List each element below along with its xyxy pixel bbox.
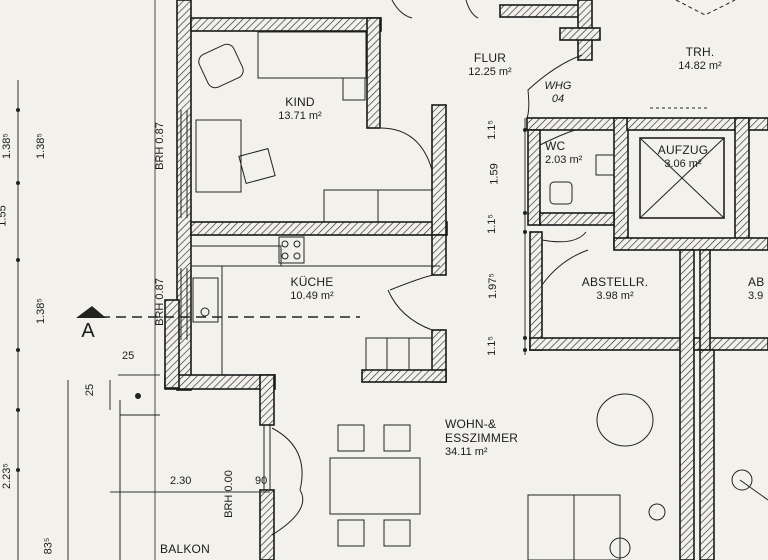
walls — [164, 0, 768, 560]
room-kueche: KÜCHE 10.49 m² — [272, 275, 352, 302]
room-area: 12.25 m² — [468, 65, 512, 78]
room-aufzug: AUFZUG 3.06 m² — [645, 143, 721, 170]
room-area: 3.9 — [748, 289, 764, 302]
dim-v-197: 1.97⁵ — [486, 273, 499, 299]
room-flur: FLUR 12.25 m² — [450, 51, 530, 78]
room-area: 3.06 m² — [664, 157, 702, 170]
room-area: 13.71 m² — [278, 109, 322, 122]
dim-v-159: 1.59 — [488, 163, 501, 185]
unit-name: WHG — [544, 80, 572, 92]
brh-label-mid: BRH 0.87 — [153, 278, 166, 326]
room-area: 3.98 m² — [596, 289, 634, 302]
room-abstellr: ABSTELLR. 3.98 m² — [570, 275, 660, 302]
room-trh: TRH. 14.82 m² — [660, 45, 740, 72]
room-name: BALKON — [160, 542, 210, 556]
room-area: 34.11 m² — [445, 445, 488, 458]
brh-label-low: BRH 0.00 — [222, 470, 235, 518]
dim-h-90: 90 — [255, 475, 268, 487]
dim-v-115-b: 1.1⁵ — [485, 214, 498, 234]
dim-left-138-b: 1.38⁵ — [34, 133, 47, 159]
room-area: 14.82 m² — [678, 59, 722, 72]
section-marker-icon — [76, 306, 106, 318]
room-name: FLUR — [473, 51, 507, 65]
room-name: KÜCHE — [290, 275, 334, 289]
dim-v-115-a: 1.1⁵ — [485, 120, 498, 140]
dim-left-138-a: 1.38⁵ — [0, 133, 13, 159]
room-balkon: BALKON — [150, 542, 220, 557]
dim-v-25: 25 — [84, 383, 97, 397]
dim-v-115-c: 1.1⁵ — [485, 336, 498, 356]
room-name-line2: ESSZIMMER — [445, 430, 519, 445]
room-area: 2.03 m² — [545, 153, 583, 166]
room-name: KIND — [285, 95, 315, 109]
room-wc: WC 2.03 m² — [545, 139, 595, 166]
dim-left-83: 83⁵ — [42, 537, 55, 555]
brh-label-top: BRH 0.87 — [153, 122, 166, 170]
room-name: ABSTELLR. — [581, 275, 649, 289]
dimension-ticks — [16, 108, 527, 472]
unit-whg: WHG 04 — [538, 80, 578, 105]
section-marker-label: A — [81, 320, 95, 342]
room-area: 10.49 m² — [290, 289, 334, 302]
dim-h-25: 25 — [122, 350, 135, 362]
room-name: WC — [545, 139, 566, 153]
dim-h-230: 2.30 — [170, 475, 192, 487]
dim-left-223: 2.23⁵ — [0, 463, 13, 489]
dim-left-138-c: 1.38⁵ — [34, 298, 47, 324]
room-name: TRH. — [685, 45, 715, 59]
unit-number: 04 — [551, 92, 565, 105]
room-name: AUFZUG — [657, 143, 709, 157]
room-name: AB — [748, 276, 765, 289]
dim-left-155: 1.55 — [0, 205, 9, 227]
room-abstellr-2: AB 3.9 — [748, 276, 768, 302]
room-kind: KIND 13.71 m² — [260, 95, 340, 122]
room-name-line1: WOHN-& — [445, 417, 497, 431]
fixtures — [17, 0, 768, 560]
room-wohn-esszimmer: WOHN-& ESSZIMMER 34.11 m² — [445, 417, 555, 458]
